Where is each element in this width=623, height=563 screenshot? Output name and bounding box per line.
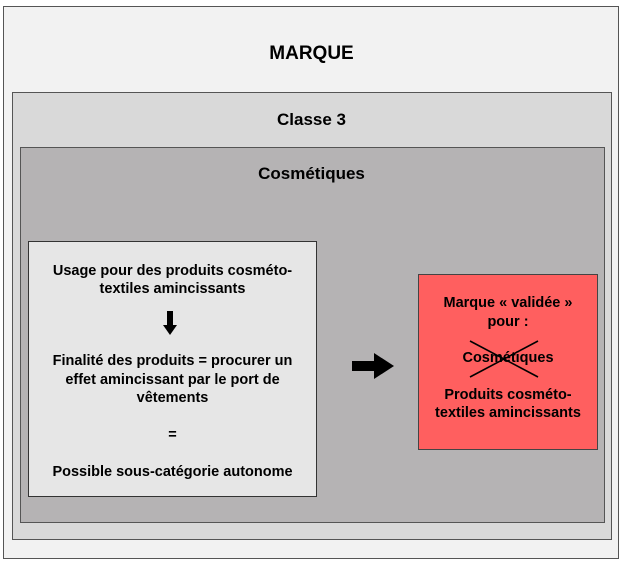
finalite-line-3: vêtements: [136, 390, 209, 406]
finalite-line-2: effet amincissant par le port de: [65, 372, 280, 388]
cosmetiques-title: Cosmétiques: [258, 164, 365, 183]
equals-sign: =: [168, 427, 177, 443]
right-arrow-icon: [352, 353, 394, 379]
validee-line-1: Marque « validée »: [443, 295, 573, 311]
sous-categorie-text: Possible sous-catégorie autonome: [52, 464, 293, 480]
classe-title: Classe 3: [277, 110, 346, 129]
marque-title: MARQUE: [269, 43, 354, 64]
usage-box: [28, 241, 317, 497]
cosmetiques-crossed-text: Cosmétiques: [462, 350, 554, 366]
usage-line-1: Usage pour des produits cosméto-: [52, 263, 293, 279]
usage-line-2: textiles amincissants: [99, 281, 246, 297]
down-arrow-icon: [163, 311, 177, 335]
validee-line-2: pour :: [487, 314, 529, 330]
produits-line-1: Produits cosméto-: [444, 387, 572, 403]
cross-out-icon: [469, 340, 539, 378]
finalite-line-1: Finalité des produits = procurer un: [52, 353, 293, 369]
produits-line-2: textiles amincissants: [435, 405, 581, 421]
marque-validee-box: [418, 274, 598, 450]
